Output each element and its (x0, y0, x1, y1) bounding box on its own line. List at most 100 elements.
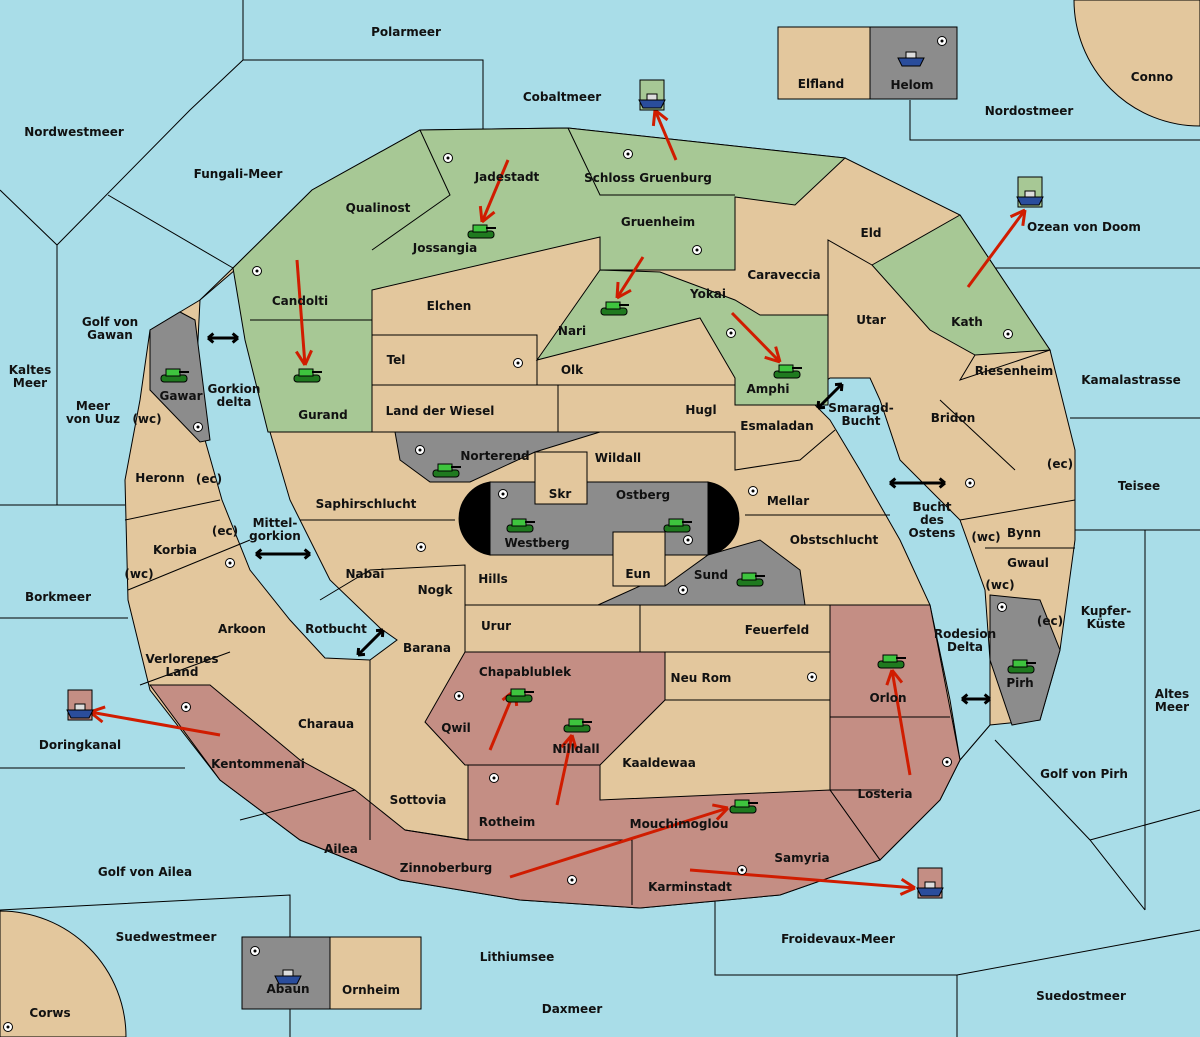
tank-icon[interactable] (663, 518, 692, 533)
territory-label: Utar (856, 313, 886, 327)
tank-icon[interactable] (773, 364, 802, 379)
territory-label: Samyria (774, 851, 829, 865)
corws-land[interactable] (0, 910, 127, 1037)
skr-land[interactable] (534, 451, 588, 505)
ornheim-land[interactable] (329, 936, 422, 1010)
territory-label: (ec) (1037, 614, 1063, 628)
supply-center-dot (729, 331, 733, 335)
territory-label: Kaaldewaa (622, 756, 696, 770)
inner-channel-east[interactable] (804, 377, 991, 762)
tank-icon[interactable] (729, 799, 758, 814)
territory-label: Ornheim (342, 983, 400, 997)
territory-label: Urur (481, 619, 511, 633)
territory-label: Eld (861, 226, 882, 240)
territory-label: Helom (890, 78, 933, 92)
arrow-head (654, 108, 669, 122)
territory-label: Norterend (460, 449, 529, 463)
tank-icon[interactable] (160, 368, 189, 383)
ship-icon[interactable] (638, 93, 666, 109)
territory-label: (wc) (124, 567, 153, 581)
double-arrow-icon (816, 382, 844, 410)
territory-label: Chapablublek (479, 665, 572, 679)
supply-center-dot (695, 248, 699, 252)
arrow-head (356, 647, 361, 656)
supply-center-dot (184, 705, 188, 709)
arrow-icon (653, 109, 678, 161)
units (66, 51, 1044, 985)
eun-land[interactable] (612, 531, 666, 587)
arrow-head (295, 350, 307, 366)
territory-label: Mittel-gorkion (249, 516, 301, 543)
tank-icon[interactable] (505, 688, 534, 703)
tank-icon[interactable] (1007, 659, 1036, 674)
territory-label: Suedostmeer (1036, 989, 1126, 1003)
territory-label: Obstschlucht (790, 533, 879, 547)
territory-label: Nordostmeer (985, 104, 1074, 118)
tank-icon[interactable] (600, 301, 629, 316)
territory-label: Rotheim (479, 815, 536, 829)
supply-center-dot (940, 39, 944, 43)
ship-icon[interactable] (66, 703, 94, 719)
tank-icon[interactable] (506, 518, 535, 533)
ship-icon[interactable] (897, 51, 925, 67)
territory-label: Suedwestmeer (116, 930, 217, 944)
territory-label: Schloss Gruenburg (584, 171, 712, 185)
ship-icon[interactable] (1016, 190, 1044, 206)
territory-label: Corws (29, 1006, 70, 1020)
tank-icon[interactable] (736, 572, 765, 587)
territory-label: (wc) (971, 530, 1000, 544)
territory-label: Heronn (135, 471, 184, 485)
arrow-head (616, 288, 632, 300)
territory-label: Nordwestmeer (24, 125, 124, 139)
territory-label: Olk (561, 363, 584, 377)
tank-icon[interactable] (877, 654, 906, 669)
territory-label: Jadestadt (474, 170, 540, 184)
arrow-head (889, 477, 897, 485)
territory-label: (ec) (212, 524, 238, 538)
supply-center-dot (968, 481, 972, 485)
tank-icon[interactable] (467, 224, 496, 239)
arrow-head (890, 669, 904, 684)
arrow-head (207, 332, 215, 340)
territory-label: (wc) (985, 578, 1014, 592)
supply-center-dot (945, 760, 949, 764)
territory-label: Amphi (746, 382, 789, 396)
territory-label: Fungali-Meer (194, 167, 283, 181)
red-south[interactable] (149, 684, 881, 909)
gray-sund[interactable] (597, 539, 806, 606)
ship-icon[interactable] (274, 969, 302, 985)
arrow-icon (689, 868, 916, 890)
green-kath[interactable] (871, 214, 1051, 356)
supply-center-dot (1000, 605, 1004, 609)
territory-label: Daxmeer (542, 1002, 603, 1016)
territory-label: Abaun (266, 982, 309, 996)
tank-icon[interactable] (563, 718, 592, 733)
tank-icon[interactable] (293, 368, 322, 383)
supply-center-dot (686, 538, 690, 542)
supply-center-dot (196, 425, 200, 429)
ship-icon[interactable] (916, 881, 944, 897)
elfland-land[interactable] (777, 26, 871, 100)
land-borders (124, 127, 1076, 905)
territory-label: Rotbucht (305, 622, 367, 636)
territory-label: Cobaltmeer (523, 90, 601, 104)
tank-icon[interactable] (432, 463, 461, 478)
territory-label: Losteria (857, 787, 912, 801)
territory-label: Eun (625, 567, 650, 581)
arrow-head (651, 109, 657, 127)
territory-label: Orlon (869, 691, 906, 705)
territory-label: Jossangia (412, 241, 477, 255)
territory-label: Esmaladan (740, 419, 813, 433)
territory-label: Barana (403, 641, 451, 655)
conno-land[interactable] (1073, 0, 1200, 127)
territory-label: Skr (549, 487, 572, 501)
territory-label: (wc) (132, 412, 161, 426)
territory-label: Pirh (1006, 676, 1033, 690)
arrow-head (615, 281, 620, 299)
territory-label: Land der Wiesel (386, 404, 495, 418)
